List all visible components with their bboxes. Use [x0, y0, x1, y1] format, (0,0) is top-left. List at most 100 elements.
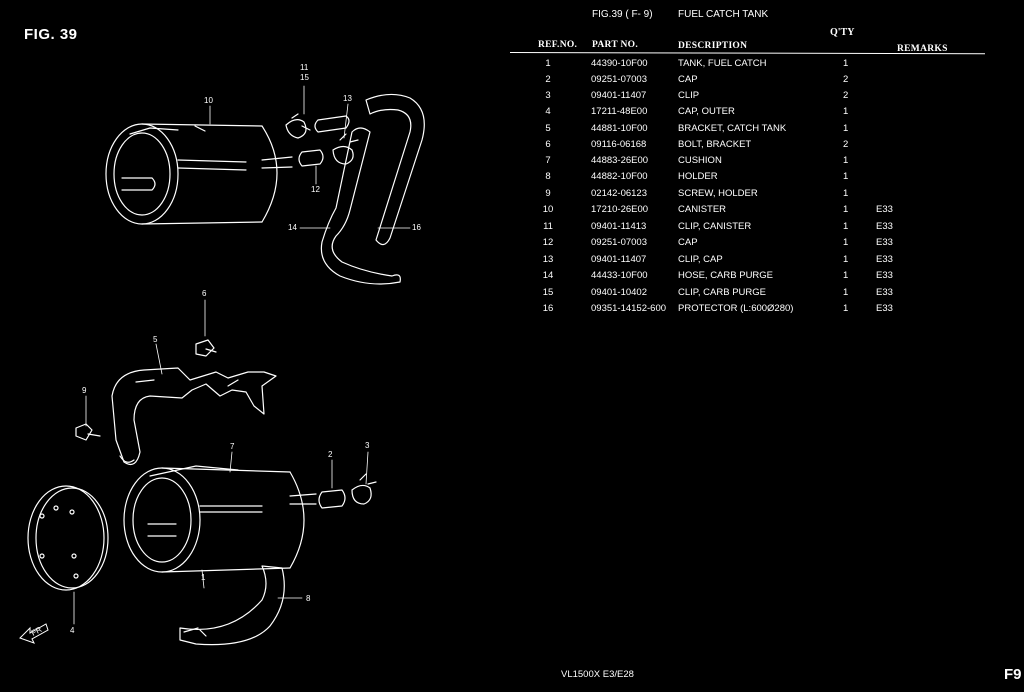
- cap-and-clip-drawing: [298, 133, 359, 167]
- cell-ref: 9: [545, 188, 551, 199]
- cell-description: BOLT, BRACKET: [678, 139, 752, 150]
- cell-ref: 2: [545, 74, 551, 85]
- cell-qty: 1: [843, 237, 849, 248]
- callout-10: 10: [204, 96, 213, 105]
- cell-description: CLIP: [678, 90, 700, 101]
- cell-qty: 1: [843, 106, 849, 117]
- cell-ref: 11: [543, 221, 553, 232]
- cell-qty: 1: [843, 221, 849, 232]
- callout-5: 5: [153, 335, 158, 344]
- cell-description: CUSHION: [678, 155, 722, 166]
- cell-qty: 2: [843, 74, 849, 85]
- callout-7: 7: [230, 442, 235, 451]
- cell-remarks: E33: [876, 237, 893, 248]
- cell-description: BRACKET, CATCH TANK: [678, 123, 787, 134]
- cell-ref: 7: [545, 155, 551, 166]
- cell-ref: 6: [545, 139, 551, 150]
- cell-part-no: 09116-06168: [591, 139, 647, 150]
- bolt-drawing: [195, 339, 217, 357]
- cell-ref: 5: [545, 123, 551, 134]
- front-arrow-icon: FR: [19, 623, 49, 644]
- cell-part-no: 44390-10F00: [591, 58, 648, 69]
- cell-part-no: 44883-26E00: [591, 155, 649, 166]
- column-header-remarks: REMARKS: [897, 44, 948, 54]
- cell-remarks: E33: [876, 204, 893, 215]
- callout-13: 13: [343, 94, 352, 103]
- cell-ref: 16: [542, 303, 554, 314]
- cell-ref: 14: [542, 270, 554, 281]
- cell-remarks: E33: [876, 270, 893, 281]
- cell-part-no: 09401-11413: [591, 221, 647, 232]
- bracket-drawing: [111, 367, 277, 465]
- cell-description: SCREW, HOLDER: [678, 188, 758, 199]
- cell-part-no: 02142-06123: [591, 188, 647, 199]
- cell-description: HOLDER: [678, 171, 718, 182]
- table-row: 12 09251-07003 CAP 1 E33: [0, 237, 1024, 253]
- column-header-ref-no: REF.NO.: [538, 40, 578, 50]
- cell-ref: 10: [542, 204, 554, 215]
- cell-qty: 1: [843, 171, 849, 182]
- canister-drawing: [105, 123, 293, 225]
- catch-tank-drawing: [123, 465, 317, 573]
- cell-part-no: 09401-10402: [591, 287, 647, 298]
- cell-description: CAP: [678, 74, 698, 85]
- leader-lines: [73, 85, 411, 625]
- callout-6: 6: [202, 289, 207, 298]
- table-row: 9 02142-06123 SCREW, HOLDER 1: [0, 188, 1024, 204]
- cell-description: PROTECTOR (L:600Ø280): [678, 303, 794, 314]
- table-row: 3 09401-11407 CLIP 2: [0, 90, 1024, 106]
- cell-ref: 3: [545, 90, 551, 101]
- cell-qty: 1: [843, 188, 849, 199]
- cell-remarks: E33: [876, 287, 893, 298]
- cell-remarks: E33: [876, 221, 893, 232]
- cell-ref: 1: [545, 58, 551, 69]
- column-header-part-no: PART NO.: [592, 40, 639, 50]
- table-row: 6 09116-06168 BOLT, BRACKET 2: [0, 139, 1024, 155]
- callout-labels: 1 2 3 4 5 6 7 8 9 10 11 12 13 14 15 16: [70, 63, 421, 635]
- table-row: 16 09351-14152-600 PROTECTOR (L:600Ø280) 1 E…: [0, 303, 1024, 319]
- cell-part-no: 09351-14152-600: [591, 303, 667, 314]
- canister-clip-drawing: [285, 113, 350, 139]
- cell-ref: 12: [542, 237, 554, 248]
- cell-ref: 4: [545, 106, 551, 117]
- outer-cap-drawing: [27, 485, 109, 591]
- callout-2: 2: [328, 450, 333, 459]
- screw-drawing: [75, 423, 101, 441]
- callout-16: 16: [412, 223, 421, 232]
- cell-part-no: 09251-07003: [591, 237, 647, 248]
- cell-qty: 1: [843, 303, 849, 314]
- cell-description: CLIP, CANISTER: [678, 221, 752, 232]
- cell-qty: 1: [843, 287, 849, 298]
- callout-11: 11: [300, 63, 309, 72]
- cell-description: CLIP, CAP: [678, 254, 723, 265]
- cell-description: CAP: [678, 237, 698, 248]
- column-header-qty: Q'TY: [830, 27, 855, 38]
- model-code: VL1500X E3/E28: [561, 669, 634, 680]
- figure-reference: FIG.39 ( F- 9): [592, 9, 653, 20]
- cell-ref: 8: [545, 171, 551, 182]
- cell-qty: 1: [843, 254, 849, 265]
- figure-name: FUEL CATCH TANK: [678, 9, 769, 20]
- callout-1: 1: [201, 573, 206, 582]
- callout-14: 14: [288, 223, 297, 232]
- cell-qty: 1: [843, 155, 849, 166]
- cell-remarks: E33: [876, 303, 893, 314]
- callout-4: 4: [70, 626, 75, 635]
- cell-part-no: 17210-26E00: [591, 204, 649, 215]
- cell-qty: 2: [843, 139, 849, 150]
- callout-9: 9: [82, 386, 87, 395]
- callout-3: 3: [365, 441, 370, 450]
- cell-ref: 15: [542, 287, 554, 298]
- table-row: 11 09401-11413 CLIP, CANISTER 1 E33: [0, 221, 1024, 237]
- table-row: 15 09401-10402 CLIP, CARB PURGE 1 E33: [0, 287, 1024, 303]
- cell-description: CLIP, CARB PURGE: [678, 287, 766, 298]
- cell-part-no: 09401-11407: [591, 90, 647, 101]
- cell-qty: 2: [843, 90, 849, 101]
- callout-12: 12: [311, 185, 320, 194]
